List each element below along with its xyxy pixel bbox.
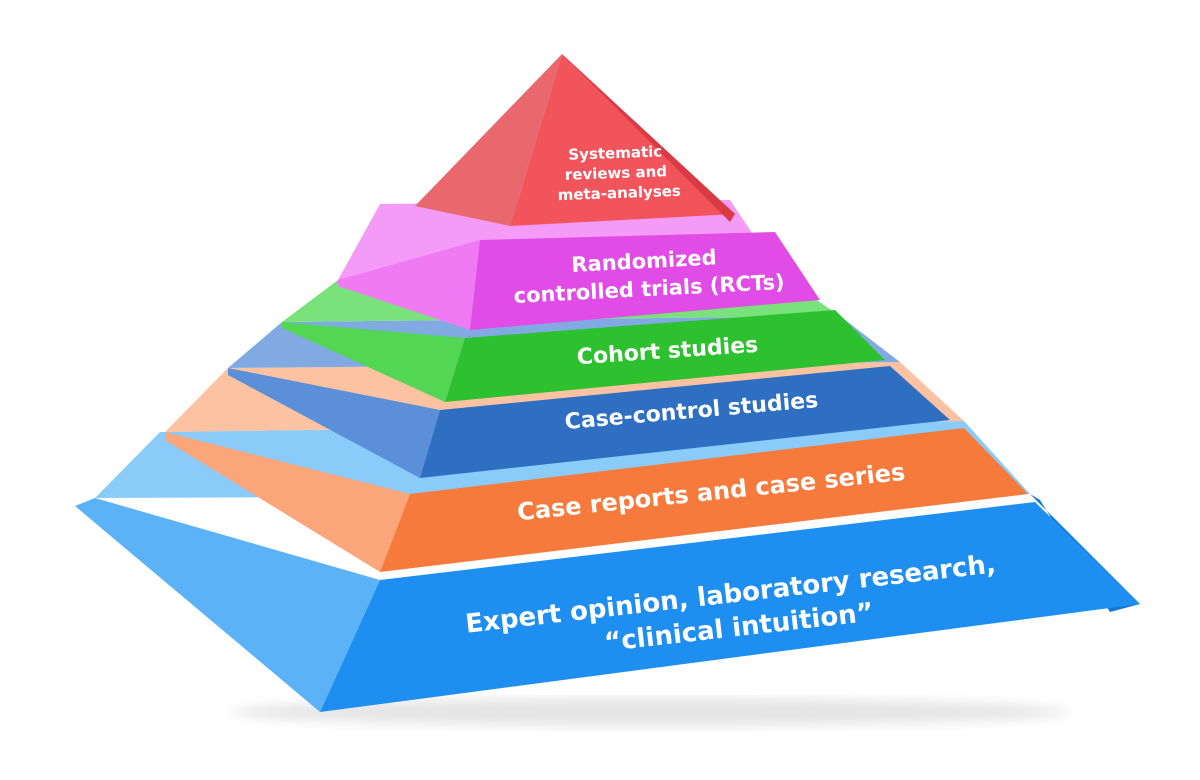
tier-systematic-reviews-front-face bbox=[510, 54, 735, 226]
tier-systematic-reviews-right-face bbox=[562, 54, 735, 222]
tier-randomized-trials: Randomized controlled trials (RCTs) bbox=[338, 200, 820, 330]
tier-case-reports-left-face bbox=[165, 432, 410, 572]
tier-systematic-reviews-left-face bbox=[415, 54, 562, 226]
tier-cohort-studies-left-face bbox=[282, 322, 465, 402]
tier-case-reports-front-face bbox=[380, 428, 1028, 572]
tier-case-control-studies-front-face bbox=[420, 366, 950, 478]
ground-shadow bbox=[230, 698, 1070, 726]
tier-systematic-reviews: Systematic reviews and meta-analyses bbox=[415, 54, 735, 226]
tier-case-control-studies-left-face bbox=[228, 368, 440, 478]
tier-systematic-reviews-label: Systematic reviews and meta-analyses bbox=[556, 142, 681, 204]
tier-expert-opinion-front-face bbox=[320, 502, 1140, 712]
tier-expert-opinion-left-face bbox=[75, 498, 380, 712]
tier-randomized-trials-front-face bbox=[470, 232, 820, 330]
tier-cohort-studies-front-face bbox=[445, 310, 885, 402]
tier-randomized-trials-left-face bbox=[338, 240, 480, 330]
tier-systematic-reviews-label-line-3: meta-analyses bbox=[557, 182, 681, 204]
tier-systematic-reviews-label-line-1: Systematic bbox=[568, 142, 662, 163]
tier-systematic-reviews-label-line-2: reviews and bbox=[565, 162, 668, 184]
